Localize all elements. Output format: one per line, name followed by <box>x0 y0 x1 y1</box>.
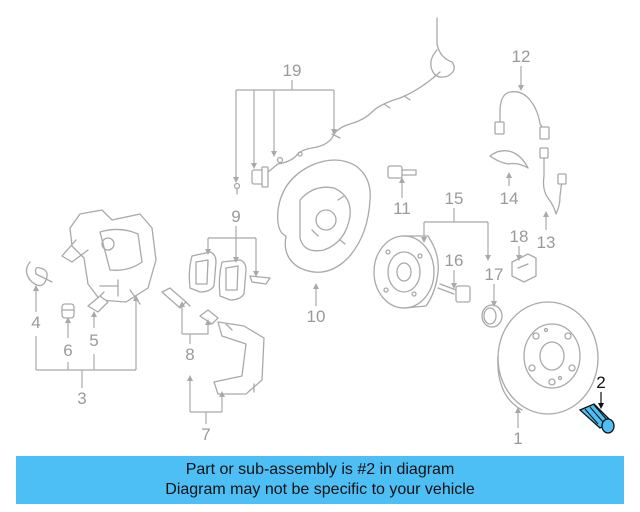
part-1-brake-rotor[interactable] <box>497 301 599 415</box>
part-8-guide-pins[interactable] <box>161 287 219 325</box>
callout-9[interactable]: 9 <box>231 207 240 226</box>
leader-arrowheads <box>33 85 604 413</box>
part-13-brake-line[interactable] <box>539 147 567 215</box>
part-16-hub-bolt[interactable] <box>437 283 471 303</box>
leader-lines <box>35 66 602 428</box>
part-6-cap[interactable] <box>61 303 75 319</box>
callout-16[interactable]: 16 <box>445 251 464 270</box>
part-7-caliper-carrier[interactable] <box>213 321 265 395</box>
part-3-caliper-assembly[interactable] <box>61 209 157 305</box>
callout-15[interactable]: 15 <box>445 189 464 208</box>
callout-5[interactable]: 5 <box>89 331 98 350</box>
callout-3[interactable]: 3 <box>77 389 86 408</box>
callout-8[interactable]: 8 <box>185 345 194 364</box>
callout-4[interactable]: 4 <box>31 313 40 332</box>
callout-6[interactable]: 6 <box>63 341 72 360</box>
part-19-wheel-speed-sensor[interactable] <box>233 17 455 195</box>
callout-17[interactable]: 17 <box>485 265 504 284</box>
part-2-rotor-screw[interactable] <box>578 403 615 434</box>
part-14-clip[interactable] <box>489 150 529 169</box>
banner-line-disclaimer: Diagram may not be specific to your vehi… <box>165 481 475 498</box>
part-10-splash-shield[interactable] <box>277 159 371 273</box>
callout-14[interactable]: 14 <box>500 189 519 208</box>
callout-10[interactable]: 10 <box>307 307 326 326</box>
part-4-spring-clip[interactable] <box>25 261 53 287</box>
callout-18[interactable]: 18 <box>510 227 529 246</box>
part-17-dust-cap[interactable] <box>481 304 503 328</box>
callout-7[interactable]: 7 <box>201 425 210 444</box>
part-18-bracket[interactable] <box>511 253 537 283</box>
banner-line-part-info: Part or sub-assembly is #2 in diagram <box>185 461 455 478</box>
callout-12[interactable]: 12 <box>512 47 531 66</box>
callout-11[interactable]: 11 <box>393 199 411 218</box>
callout-labels: 19 12 14 13 11 15 16 17 18 9 10 8 7 3 4 … <box>31 47 605 448</box>
callout-1[interactable]: 1 <box>513 429 522 448</box>
part-11-bolt[interactable] <box>387 165 417 179</box>
part-5-bleeder-screw[interactable] <box>87 291 109 313</box>
callout-2[interactable]: 2 <box>596 373 605 392</box>
part-9-brake-pads[interactable] <box>188 251 271 301</box>
callout-19[interactable]: 19 <box>283 61 302 80</box>
part-12-brake-hose[interactable] <box>494 91 550 140</box>
info-banner: Part or sub-assembly is #2 in diagram Di… <box>16 456 624 504</box>
part-15-wheel-hub[interactable] <box>373 235 439 309</box>
callout-13[interactable]: 13 <box>537 233 556 252</box>
